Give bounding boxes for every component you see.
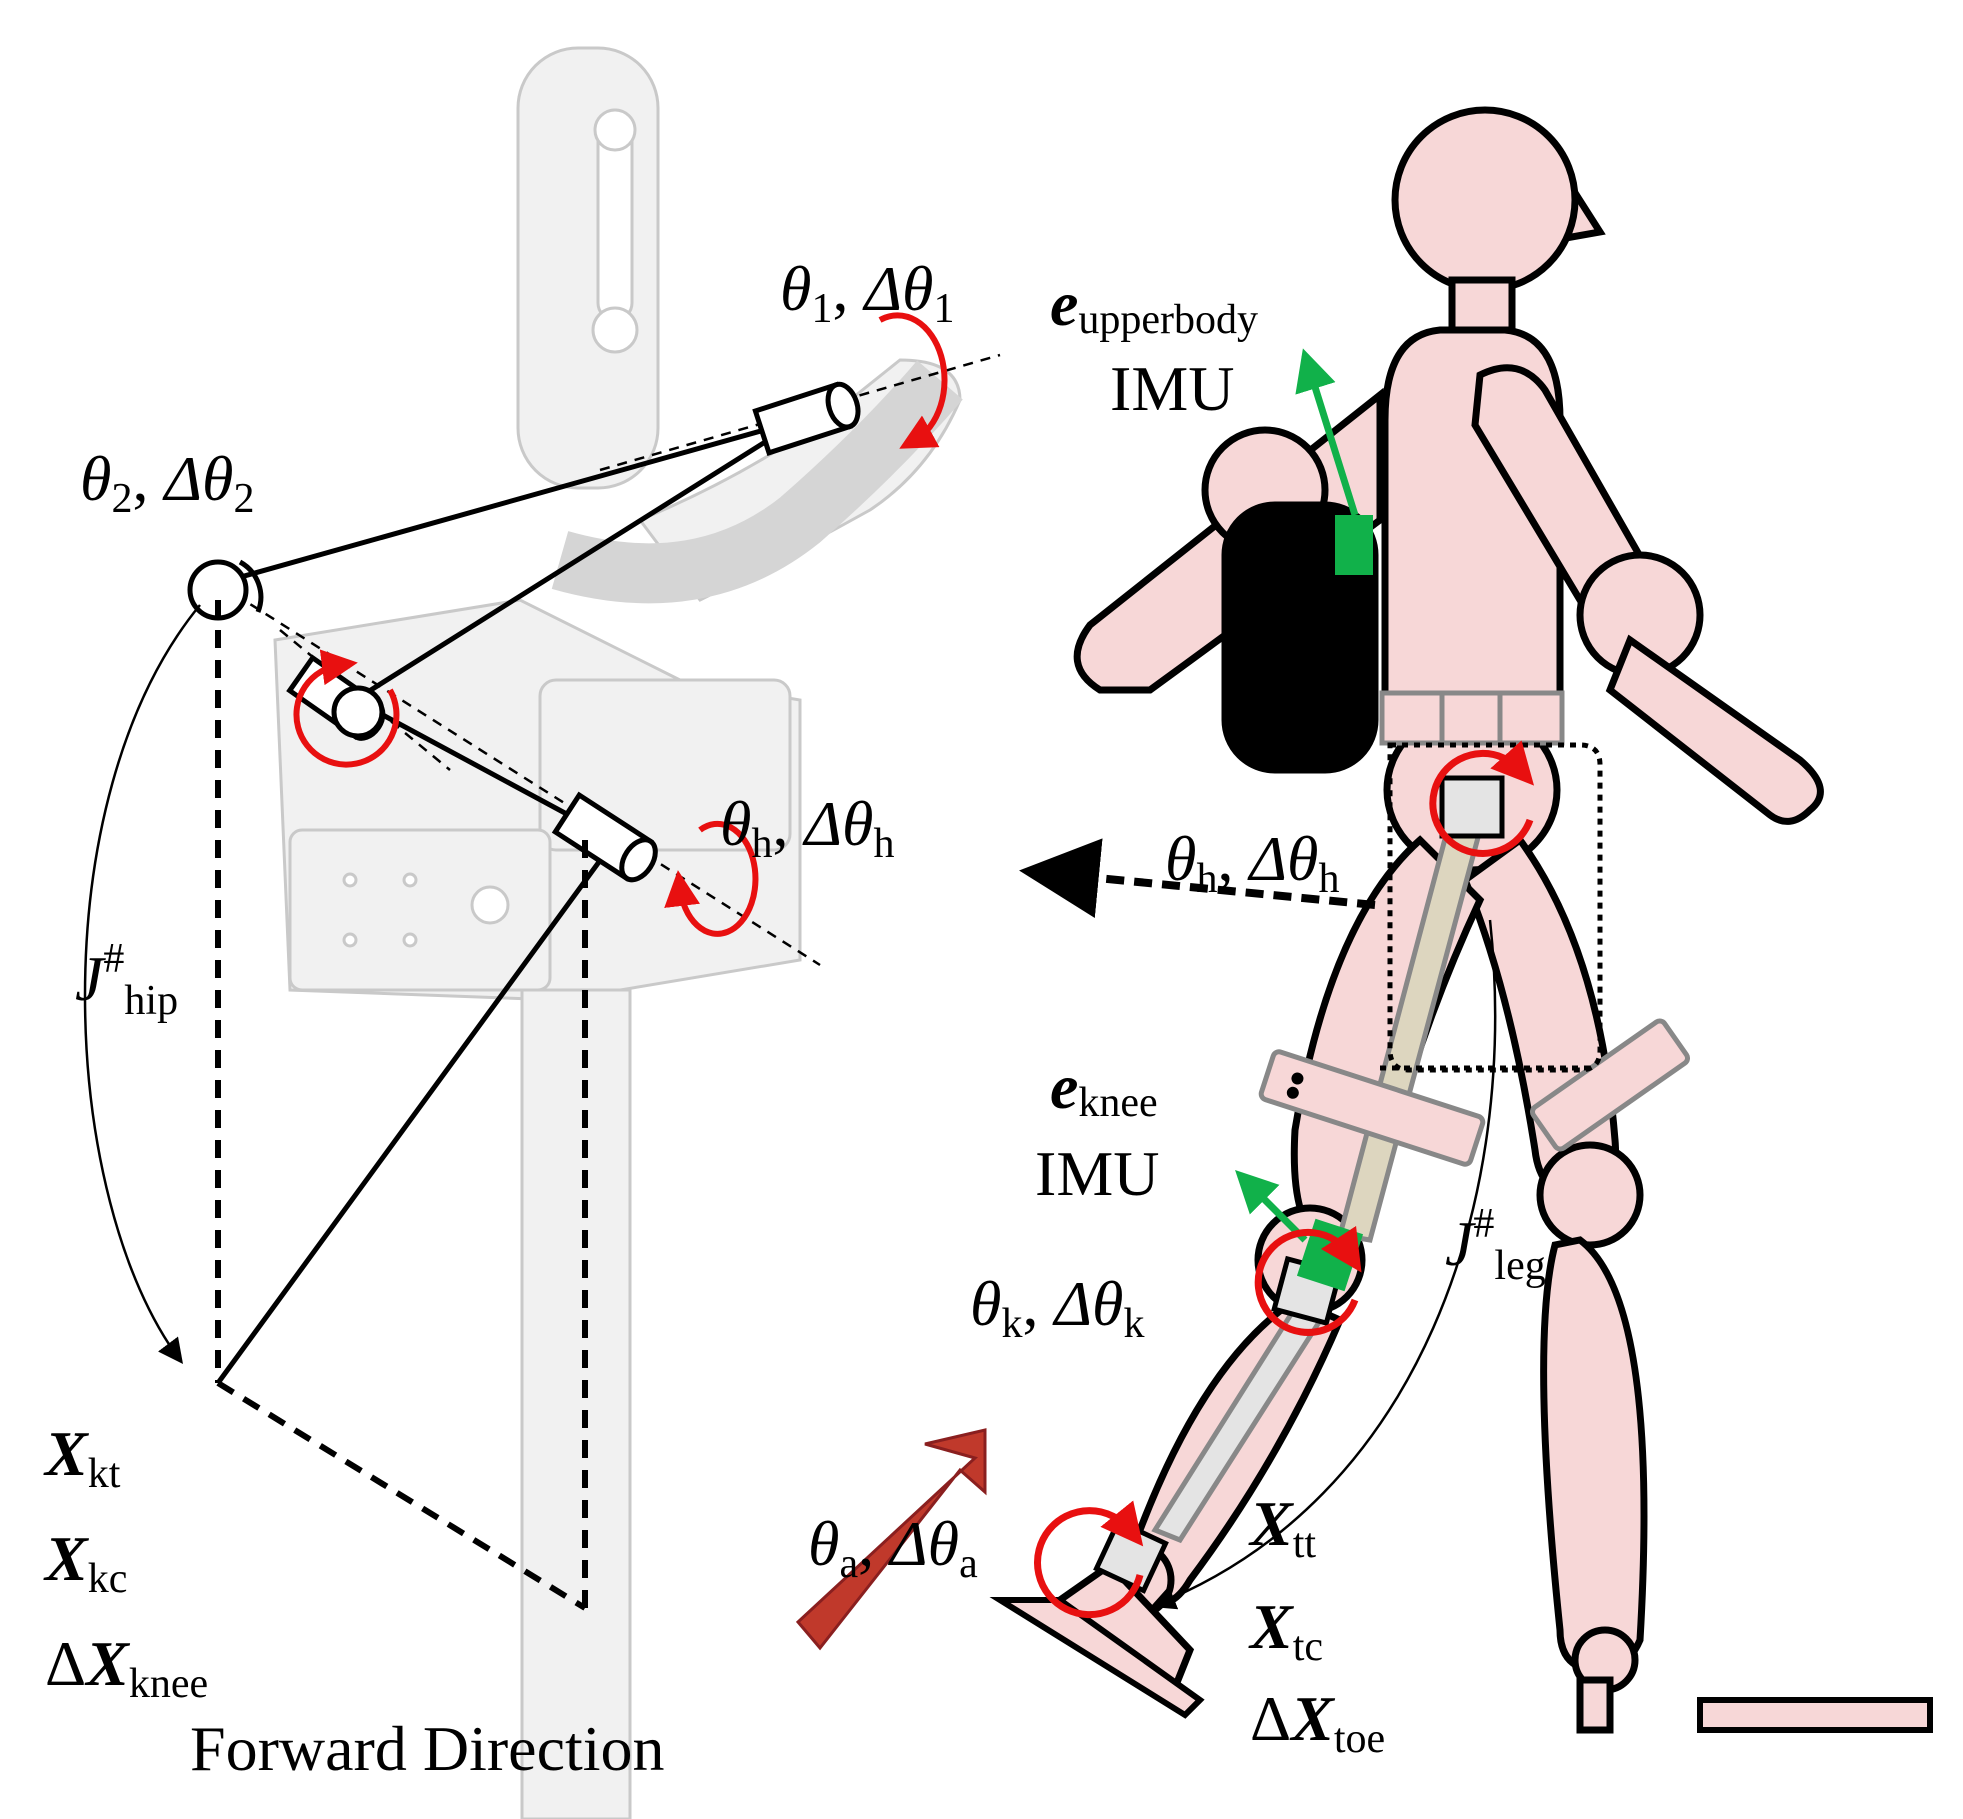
imu-upperbody-vector bbox=[1295, 348, 1359, 517]
axis-theta1 bbox=[599, 353, 1001, 472]
shoulder-joint bbox=[331, 685, 385, 739]
rotation-arrows-right bbox=[1034, 740, 1535, 1619]
ankle-foot-plate bbox=[989, 1597, 1205, 1719]
device-plate bbox=[288, 828, 552, 992]
front-forearm bbox=[1605, 634, 1824, 825]
label-xtt: Xtt bbox=[1248, 1488, 1316, 1567]
head bbox=[1391, 106, 1579, 294]
back-knee bbox=[1536, 1141, 1644, 1249]
projection-bottom bbox=[216, 1380, 587, 1611]
cylinder-thetah bbox=[551, 791, 658, 883]
plate-dot-3 bbox=[342, 932, 358, 948]
link-shoulder-to-1 bbox=[353, 417, 802, 703]
forward-direction-arrow bbox=[795, 1428, 987, 1651]
device-curved-tube bbox=[551, 360, 963, 604]
rotation-arrow-thetah bbox=[664, 820, 759, 937]
label-xkt: Xkt bbox=[43, 1418, 121, 1497]
labels: θ1, Δθ1 θ2, Δθ2 θh, Δθh J#hip Xkt Xkc ΔX… bbox=[43, 253, 1546, 1784]
device-hole-mid bbox=[591, 306, 639, 354]
label-e-knee: eknee bbox=[1050, 1051, 1158, 1126]
hip-heading-arrow bbox=[1019, 838, 1376, 918]
rotation-knee bbox=[1254, 1225, 1362, 1336]
label-dxknee: ΔXknee bbox=[45, 1628, 208, 1707]
plate-dot-2 bbox=[402, 872, 418, 888]
imu-upperbody bbox=[1335, 515, 1373, 575]
plate-dot-4 bbox=[402, 932, 418, 948]
hip-dotted-outline bbox=[1387, 742, 1603, 1073]
rotation-arrow-theta1 bbox=[878, 312, 948, 449]
link-h-to-knee bbox=[215, 838, 618, 1385]
rotation-ankle bbox=[1034, 1500, 1144, 1619]
imu-knee-vector bbox=[1235, 1170, 1308, 1243]
label-thetak: θk, Δθk bbox=[970, 1268, 1144, 1347]
label-dxtoe: ΔXtoe bbox=[1250, 1683, 1385, 1762]
link-2-to-1 bbox=[229, 417, 801, 583]
label-theta2: θ2, Δθ2 bbox=[80, 443, 254, 522]
label-thetah-left: θh, Δθh bbox=[720, 788, 894, 867]
back-shin bbox=[1540, 1236, 1648, 1675]
device-hole-plate bbox=[470, 885, 510, 925]
label-jhip: J#hip bbox=[75, 936, 178, 1024]
hip-actuator bbox=[1439, 775, 1505, 839]
label-imu-knee: IMU bbox=[1035, 1138, 1159, 1209]
device-lower-bar bbox=[520, 988, 632, 1819]
label-thetah-right: θh, Δθh bbox=[1165, 823, 1339, 902]
label-imu-upper: IMU bbox=[1110, 353, 1234, 424]
waist-belt bbox=[1379, 690, 1565, 746]
jleg-curve-arrow bbox=[1150, 919, 1497, 1610]
label-e-upperbody: eupperbody bbox=[1050, 268, 1258, 343]
cylinder-theta1 bbox=[752, 381, 861, 456]
device-upper-bar bbox=[516, 46, 660, 490]
label-forward-direction: Forward Direction bbox=[190, 1713, 665, 1784]
device-hole-top bbox=[593, 108, 637, 152]
thigh-cuff-front bbox=[1258, 1049, 1486, 1167]
rotation-arrow-shoulder bbox=[293, 649, 400, 768]
label-xkc: Xkc bbox=[43, 1523, 127, 1602]
back-foot bbox=[1576, 1676, 1614, 1734]
back-foot-plate bbox=[1697, 1697, 1933, 1733]
rotation-hip bbox=[1429, 740, 1535, 857]
joint-theta2-arc bbox=[238, 559, 264, 613]
neck bbox=[1448, 276, 1516, 334]
label-jleg: J#leg bbox=[1445, 1201, 1546, 1289]
label-xtc: Xtc bbox=[1248, 1591, 1323, 1670]
thigh-cuff-back bbox=[1529, 1018, 1691, 1152]
plate-dot-1 bbox=[342, 872, 358, 888]
exoskeleton-frame bbox=[989, 690, 1933, 1733]
jhip-curve-arrow bbox=[83, 604, 201, 1365]
label-theta1: θ1, Δθ1 bbox=[780, 253, 954, 332]
rotation-arrows-left bbox=[293, 312, 948, 937]
label-thetaa: θa, Δθa bbox=[808, 1508, 978, 1587]
projection-lines bbox=[215, 600, 588, 1611]
